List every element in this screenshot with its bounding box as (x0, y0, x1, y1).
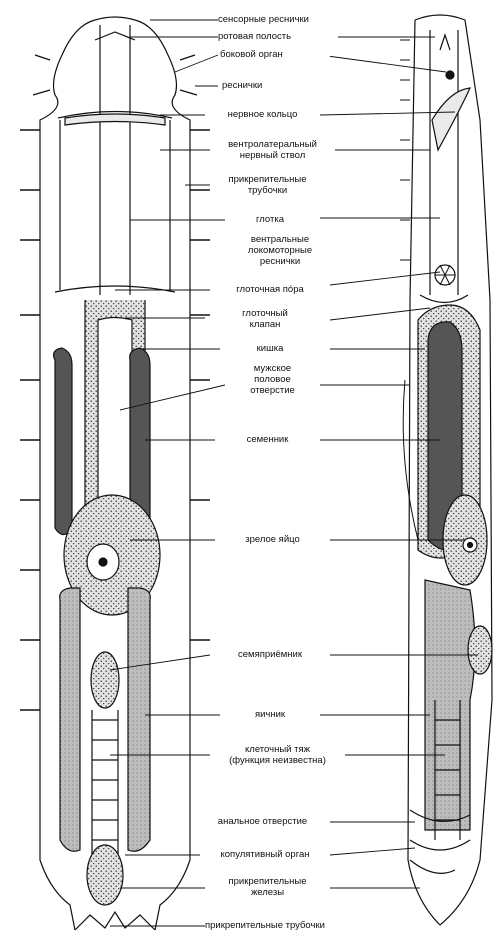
label-sensory-cilia: сенсорные реснички (218, 14, 338, 25)
label-ventrolateral-nerve-cord: вентролатеральный нервный ствол (210, 139, 335, 161)
label-adhesive-glands: прикрепительные железы (205, 876, 330, 898)
label-pharyngeal-pore: глоточная по́ра (210, 284, 330, 295)
label-male-opening: мужское половое отверстие (225, 363, 320, 396)
label-pharynx: глотка (230, 214, 310, 225)
right-body (403, 15, 492, 925)
label-ventral-locomotor-cilia: вентральные локомоторные реснички (230, 234, 330, 267)
label-ovary: яичник (220, 709, 320, 720)
label-intestine: кишка (220, 343, 320, 354)
label-nerve-ring: нервное кольцо (205, 109, 320, 120)
label-adhesive-tubules-top: прикрепительные трубочки (210, 174, 325, 196)
label-mouth-cavity: ротовая полость (218, 31, 338, 42)
label-testis: семенник (215, 434, 320, 445)
label-copulatory-organ: копулятивный орган (200, 849, 330, 860)
left-body (40, 17, 190, 930)
label-adhesive-tubules-bottom: прикрепительные трубочки (205, 920, 385, 931)
label-seminal-receptacle: семяприёмник (210, 649, 330, 660)
label-mature-egg: зрелое яйцо (215, 534, 330, 545)
label-cilia: реснички (222, 80, 302, 91)
label-cell-cord: клеточный тяж (функция неизвестна) (210, 744, 345, 766)
label-pharyngeal-valve: глоточный клапан (215, 308, 315, 330)
label-anus: анальное отверстие (195, 816, 330, 827)
label-lateral-organ: боковой орган (220, 49, 330, 60)
